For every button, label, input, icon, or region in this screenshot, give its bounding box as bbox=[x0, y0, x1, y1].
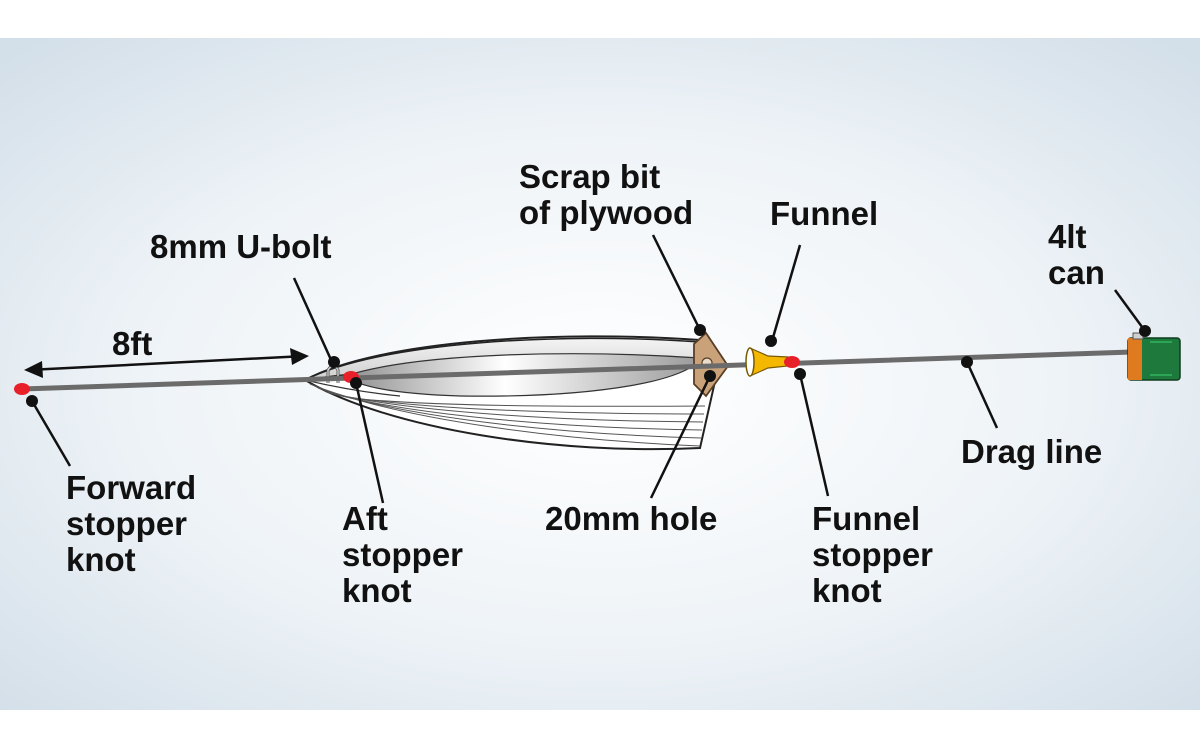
label-line: Funnel bbox=[770, 195, 879, 232]
label-line: Funnel bbox=[812, 500, 921, 537]
label-can: 4lt can bbox=[1048, 219, 1105, 291]
pointer-dot-hole bbox=[704, 370, 716, 382]
label-forward-stopper-knot: Forward stopper knot bbox=[66, 470, 196, 578]
label-aft-stopper-knot: Aft stopper knot bbox=[342, 501, 463, 609]
leader-drag-line bbox=[965, 361, 999, 429]
dimension-label: 8ft bbox=[112, 325, 153, 362]
label-plywood: Scrap bit of plywood bbox=[519, 159, 693, 231]
pointer-dot-u-bolt bbox=[328, 356, 340, 368]
forward-stopper-knot bbox=[14, 383, 30, 395]
label-line: can bbox=[1048, 254, 1105, 291]
boat-hull bbox=[302, 335, 720, 451]
leader-forward-knot bbox=[30, 400, 72, 467]
dimension-arrow bbox=[24, 348, 309, 378]
pointer-dot-funnel-knot bbox=[794, 368, 806, 380]
label-drag-line: Drag line bbox=[961, 434, 1102, 470]
leader-can bbox=[1113, 289, 1147, 332]
can-icon bbox=[1127, 332, 1181, 381]
label-line: 8mm U-bolt bbox=[150, 228, 332, 265]
label-line: knot bbox=[812, 572, 882, 609]
leader-hole bbox=[649, 375, 712, 499]
leader-aft-knot bbox=[354, 382, 385, 504]
label-line: Drag line bbox=[961, 433, 1103, 470]
label-line: Forward bbox=[66, 469, 197, 506]
pointer-dot-forward-knot bbox=[26, 395, 38, 407]
label-hole: 20mm hole bbox=[545, 501, 717, 537]
label-line: Scrap bit bbox=[519, 158, 661, 195]
leader-u-bolt bbox=[292, 277, 334, 363]
label-line: Aft bbox=[342, 500, 388, 537]
pointer-dot-funnel bbox=[765, 335, 777, 347]
label-funnel-stopper-knot: Funnel stopper knot bbox=[812, 501, 933, 609]
label-line: stopper bbox=[66, 505, 188, 542]
label-line: 20mm hole bbox=[545, 500, 718, 537]
drag-line-rope bbox=[19, 349, 1135, 392]
label-u-bolt: 8mm U-bolt bbox=[150, 229, 332, 265]
label-line: stopper bbox=[342, 536, 464, 573]
label-line: of plywood bbox=[519, 194, 694, 231]
pointer-dot-plywood bbox=[694, 324, 706, 336]
leader-funnel-knot bbox=[798, 373, 830, 497]
label-line: stopper bbox=[812, 536, 934, 573]
pointer-dot-can bbox=[1139, 325, 1151, 337]
label-line: knot bbox=[66, 541, 136, 578]
pointer-dot-aft-knot bbox=[350, 377, 362, 389]
pointer-dot-drag-line bbox=[961, 356, 973, 368]
leader-funnel bbox=[770, 244, 802, 342]
funnel-stopper-knot bbox=[784, 356, 800, 368]
leader-plywood bbox=[651, 234, 702, 331]
label-funnel: Funnel bbox=[770, 196, 878, 232]
label-line: 4lt bbox=[1048, 218, 1087, 255]
label-line: knot bbox=[342, 572, 412, 609]
